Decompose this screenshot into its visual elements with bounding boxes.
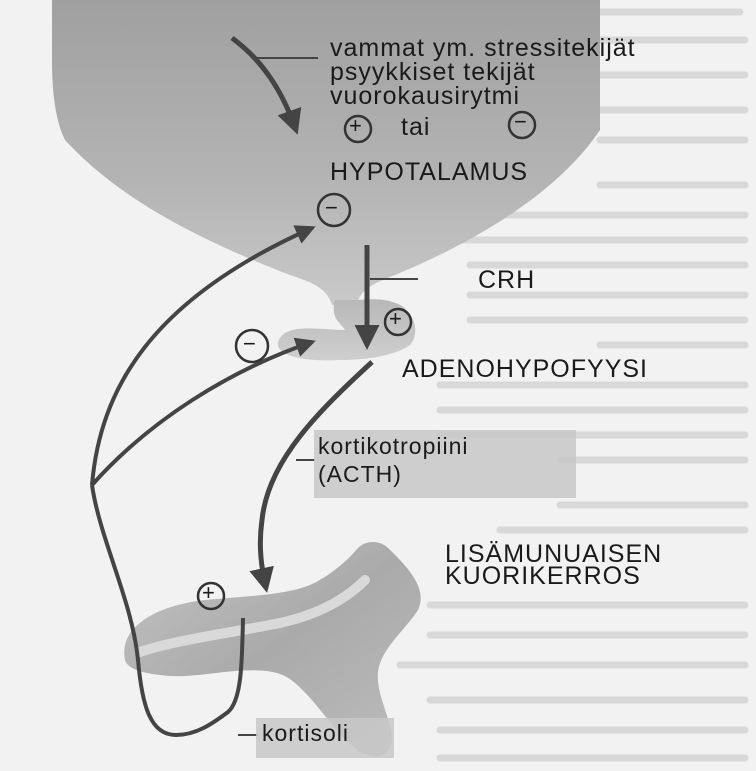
minus-sign-pituitary: − xyxy=(243,331,257,357)
plus-sign-pituitary: + xyxy=(389,306,403,332)
adrenal-label-line2: KUORIKERROS xyxy=(445,562,641,591)
or-label: tai xyxy=(401,113,430,142)
acth-label-line2: (ACTH) xyxy=(318,461,402,488)
plus-sign-adrenal: + xyxy=(202,580,216,606)
adenohypophysis-label: ADENOHYPOFYYSI xyxy=(402,355,648,384)
crh-label: CRH xyxy=(478,266,535,295)
stress-factor-3: vuorokausirytmi xyxy=(330,82,520,111)
acth-label-line1: kortikotropiini xyxy=(318,433,469,460)
hypothalamus-label: HYPOTALAMUS xyxy=(330,158,528,187)
plus-sign-top: + xyxy=(349,113,363,139)
minus-sign-top: − xyxy=(514,109,528,135)
cortisol-label: kortisoli xyxy=(262,720,349,747)
minus-sign-hypothalamus: − xyxy=(325,195,339,221)
